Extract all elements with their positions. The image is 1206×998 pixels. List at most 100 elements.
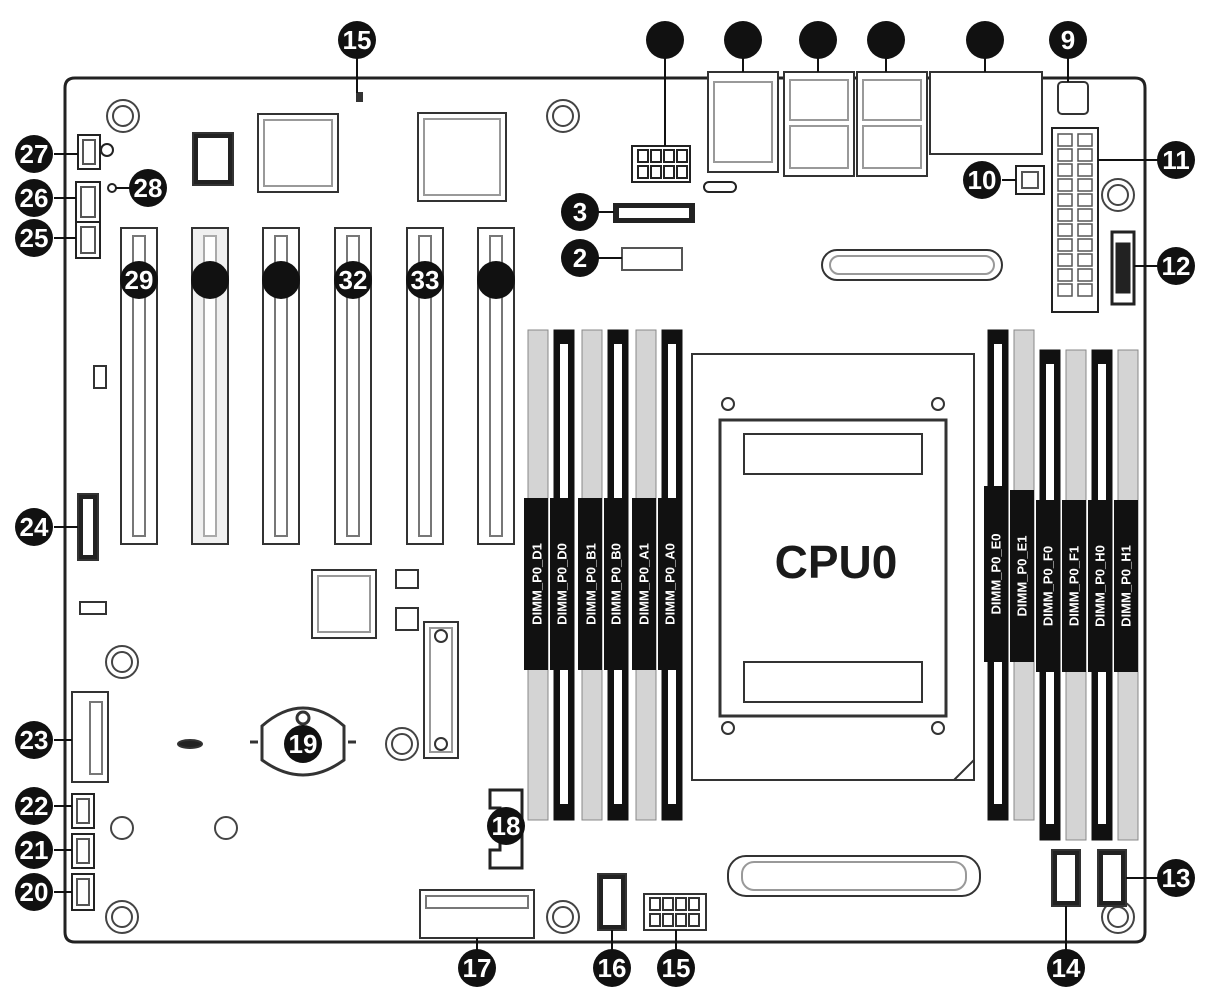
dimm-label-h1: DIMM_P0_H1 — [1119, 545, 1134, 627]
dimm-label-d0: DIMM_P0_D0 — [555, 543, 570, 625]
svg-text:14: 14 — [1052, 953, 1081, 983]
callout-10: 10 — [963, 161, 1001, 199]
dimm-slots-left: DIMM_P0_D1 DIMM_P0_D0 DIMM_P0_B1 DIMM_P0… — [524, 329, 683, 821]
dimm-label-d1: DIMM_P0_D1 — [530, 543, 545, 625]
callout-11: 11 — [1157, 141, 1195, 179]
svg-text:28: 28 — [134, 173, 163, 203]
callout-28: 28 — [129, 169, 167, 207]
chip-middle — [311, 569, 419, 639]
rear-io — [707, 71, 1089, 177]
svg-text:33: 33 — [411, 265, 440, 295]
dimm-label-h0: DIMM_P0_H0 — [1093, 545, 1108, 627]
callout-blank-pcie-2 — [191, 261, 229, 299]
power-8pin-top — [631, 145, 737, 193]
misc-left-parts — [71, 365, 203, 783]
dimm-slots-right: DIMM_P0_E0 DIMM_P0_E1 DIMM_P0_F0 DIMM_P0… — [984, 329, 1139, 841]
callout-blank-pcie-3 — [262, 261, 300, 299]
callout-27: 27 — [15, 135, 53, 173]
dimm-slot-b0: DIMM_P0_B0 — [604, 329, 629, 821]
power-24pin — [1051, 127, 1099, 313]
dimm-label-f0: DIMM_P0_F0 — [1041, 546, 1056, 626]
svg-text:9: 9 — [1061, 25, 1075, 55]
dimm-label-b1: DIMM_P0_B1 — [584, 543, 599, 625]
cpu-label: CPU0 — [775, 536, 898, 588]
svg-text:27: 27 — [20, 139, 49, 169]
callout-13: 13 — [1157, 859, 1195, 897]
callout-16: 16 — [593, 949, 631, 987]
m2-slot-vertical — [423, 621, 459, 759]
callout-23: 23 — [15, 721, 53, 759]
svg-text:16: 16 — [598, 953, 627, 983]
dimm-slot-f0: DIMM_P0_F0 — [1036, 349, 1061, 841]
callout-14: 14 — [1047, 949, 1085, 987]
connector-12 — [1110, 230, 1136, 306]
svg-text:26: 26 — [20, 183, 49, 213]
svg-text:18: 18 — [492, 811, 521, 841]
dimm-label-e0: DIMM_P0_E0 — [989, 534, 1004, 615]
dimm-label-a0: DIMM_P0_A0 — [663, 543, 678, 625]
callout-12: 12 — [1157, 247, 1195, 285]
pcie-slots — [120, 227, 515, 545]
svg-text:13: 13 — [1162, 863, 1191, 893]
svg-text:2: 2 — [573, 243, 587, 273]
callout-blank-top-1 — [646, 21, 684, 59]
callout-blank-top-5 — [966, 21, 1004, 59]
svg-text:3: 3 — [573, 197, 587, 227]
svg-text:32: 32 — [339, 265, 368, 295]
dimm-slot-e1: DIMM_P0_E1 — [1010, 329, 1035, 821]
callout-24: 24 — [15, 508, 53, 546]
callout-32: 32 — [334, 261, 372, 299]
cpu-socket: CPU0 — [691, 353, 975, 781]
svg-text:12: 12 — [1162, 251, 1191, 281]
callout-33: 33 — [406, 261, 444, 299]
bottom-parts — [419, 849, 1127, 939]
callout-blank-pcie-6 — [477, 261, 515, 299]
dimm-slot-d0: DIMM_P0_D0 — [550, 329, 575, 821]
svg-text:19: 19 — [289, 729, 318, 759]
dimm-label-e1: DIMM_P0_E1 — [1015, 536, 1030, 617]
callout-blank-top-2 — [724, 21, 762, 59]
header-10 — [1015, 165, 1045, 195]
svg-text:17: 17 — [463, 953, 492, 983]
callout-19: 19 — [284, 725, 322, 763]
svg-text:15: 15 — [343, 25, 372, 55]
dimm-slot-d1: DIMM_P0_D1 — [524, 329, 549, 821]
dimm-slot-h1: DIMM_P0_H1 — [1114, 349, 1139, 841]
callout-9: 9 — [1049, 21, 1087, 59]
dimm-slot-a0: DIMM_P0_A0 — [658, 329, 683, 821]
callout-3: 3 — [561, 193, 599, 231]
fan-headers-left — [71, 793, 95, 911]
dimm-slot-f1: DIMM_P0_F1 — [1062, 349, 1087, 841]
callout-22: 22 — [15, 787, 53, 825]
callout-25: 25 — [15, 219, 53, 257]
dimm-label-f1: DIMM_P0_F1 — [1067, 546, 1082, 626]
chips-top — [192, 92, 507, 202]
svg-text:23: 23 — [20, 725, 49, 755]
callout-15-bottom: 15 — [657, 949, 695, 987]
left-top-headers — [75, 134, 117, 259]
dimm-slot-h0: DIMM_P0_H0 — [1088, 349, 1113, 841]
svg-text:11: 11 — [1162, 145, 1190, 175]
svg-text:25: 25 — [20, 223, 49, 253]
callout-blank-top-3 — [799, 21, 837, 59]
callouts: 15 9 3 2 10 11 12 13 14 15 16 17 18 19 2… — [15, 21, 1195, 987]
m2-slot-top — [821, 249, 1003, 281]
dimm-slot-e0: DIMM_P0_E0 — [984, 329, 1009, 821]
svg-text:20: 20 — [20, 877, 49, 907]
callout-15-top: 15 — [338, 21, 376, 59]
callout-26: 26 — [15, 179, 53, 217]
svg-text:29: 29 — [125, 265, 154, 295]
callout-20: 20 — [15, 873, 53, 911]
callout-17: 17 — [458, 949, 496, 987]
dimm-slot-a1: DIMM_P0_A1 — [632, 329, 657, 821]
svg-text:15: 15 — [662, 953, 691, 983]
svg-text:24: 24 — [20, 512, 49, 542]
callout-18: 18 — [487, 807, 525, 845]
headers-top — [613, 203, 695, 271]
dimm-label-a1: DIMM_P0_A1 — [637, 543, 652, 625]
svg-text:21: 21 — [20, 835, 49, 865]
callout-blank-top-4 — [867, 21, 905, 59]
svg-text:22: 22 — [20, 791, 49, 821]
dimm-label-b0: DIMM_P0_B0 — [609, 543, 624, 625]
callout-21: 21 — [15, 831, 53, 869]
